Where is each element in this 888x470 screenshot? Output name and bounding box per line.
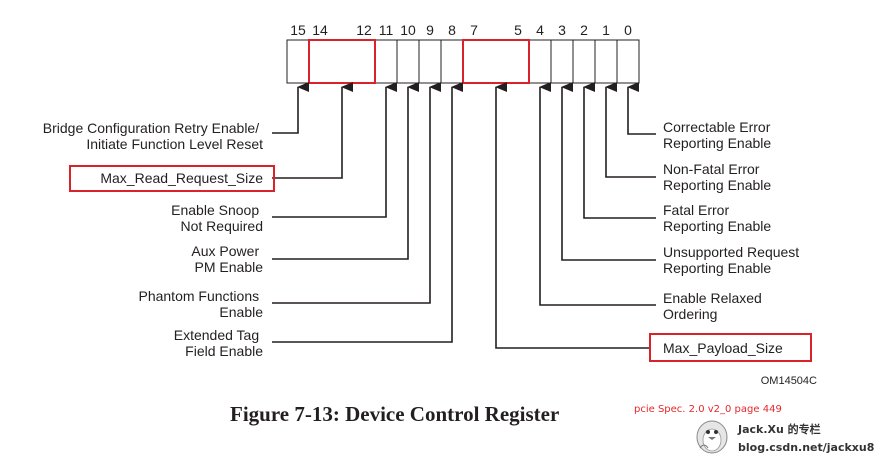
bit-number-3: 3 — [558, 22, 566, 38]
bit-number-11: 11 — [379, 22, 394, 38]
bit-number-0: 0 — [624, 22, 632, 38]
watermark: Jack.Xu 的专栏 blog.csdn.net/jackxu8 — [696, 420, 874, 454]
bit-number-4: 4 — [536, 22, 544, 38]
field-cell-bit-0 — [616, 39, 640, 84]
field-label-fatal-error: Fatal Error Reporting Enable — [663, 202, 771, 234]
field-label-non-fatal-error: Non-Fatal Error Reporting Enable — [663, 161, 771, 193]
bit-number-2: 2 — [580, 22, 588, 38]
bit-number-14: 14 — [312, 22, 328, 38]
bit-number-12: 12 — [356, 22, 372, 38]
field-label-unsupported-request: Unsupported Request Reporting Enable — [663, 244, 803, 276]
field-cell-bit-2 — [572, 39, 596, 84]
max-payload-size-label-highlight — [649, 333, 812, 362]
bit-number-9: 9 — [426, 22, 434, 38]
right-connectors — [495, 82, 656, 349]
connector-bits-7-5 — [495, 82, 650, 349]
connector-bit-2 — [583, 82, 656, 219]
connector-bit-9 — [272, 82, 441, 304]
field-cell-bit-9 — [418, 39, 442, 84]
connector-bit-4 — [539, 82, 656, 306]
watermark-blog-url: blog.csdn.net/jackxu8 — [738, 441, 874, 454]
field-label-enable-relaxed-ordering: Enable Relaxed Ordering — [663, 290, 766, 322]
field-label-correctable-error: Correctable Error Reporting Enable — [663, 119, 774, 151]
bit-number-10: 10 — [400, 22, 416, 38]
register-box — [286, 39, 640, 84]
field-label-bridge-config-retry: Bridge Configuration Retry Enable/ Initi… — [43, 120, 263, 152]
spec-page-annotation: pcie Spec. 2.0 v2_0 page 449 — [634, 404, 782, 415]
field-cell-bit-4 — [528, 39, 552, 84]
max-read-request-size-label-highlight — [69, 165, 275, 192]
field-label-aux-power: Aux Power PM Enable — [191, 243, 263, 275]
watermark-blog-name: Jack.Xu 的专栏 — [737, 422, 821, 436]
field-cell-bits-14-12 — [308, 39, 376, 84]
field-label-max-payload-size: Max_Payload_Size — [663, 340, 783, 356]
field-cell-bit-10 — [396, 39, 420, 84]
connector-bit-3 — [561, 82, 656, 261]
bit-number-8: 8 — [448, 22, 456, 38]
field-cell-bit-15 — [286, 39, 310, 84]
connector-bit-8 — [272, 82, 463, 343]
left-labels: Bridge Configuration Retry Enable/ Initi… — [43, 120, 275, 359]
field-cell-bit-8 — [440, 39, 464, 84]
field-cell-bit-11 — [374, 39, 398, 84]
bit-number-7: 7 — [470, 22, 478, 38]
bit-number-5: 5 — [514, 22, 522, 38]
left-connectors — [272, 82, 463, 343]
figure-caption: Figure 7-13: Device Control Register — [230, 402, 559, 426]
connector-bit-0 — [627, 82, 656, 135]
penguin-logo-icon — [696, 420, 728, 454]
connector-bit-10 — [272, 82, 419, 260]
bit-numbers: 15 14 12 11 10 9 8 7 5 4 3 2 1 0 — [290, 22, 632, 38]
bit-number-15: 15 — [290, 22, 306, 38]
field-label-max-read-request-size: Max_Read_Request_Size — [100, 170, 263, 186]
field-label-extended-tag: Extended Tag Field Enable — [174, 327, 263, 359]
field-label-enable-snoop: Enable Snoop Not Required — [171, 202, 263, 234]
connector-bit-15 — [272, 82, 309, 134]
figure-code: OM14504C — [761, 375, 817, 387]
connector-bits-14-12 — [272, 82, 353, 179]
bit-number-1: 1 — [602, 22, 610, 38]
field-cell-bit-1 — [594, 39, 618, 84]
field-label-phantom-functions: Phantom Functions Enable — [138, 288, 263, 320]
connector-bit-1 — [605, 82, 656, 178]
connector-bit-11 — [272, 82, 397, 218]
field-cell-bit-3 — [550, 39, 574, 84]
right-labels: Correctable Error Reporting Enable Non-F… — [649, 119, 812, 362]
field-cell-bits-7-5 — [462, 39, 530, 84]
